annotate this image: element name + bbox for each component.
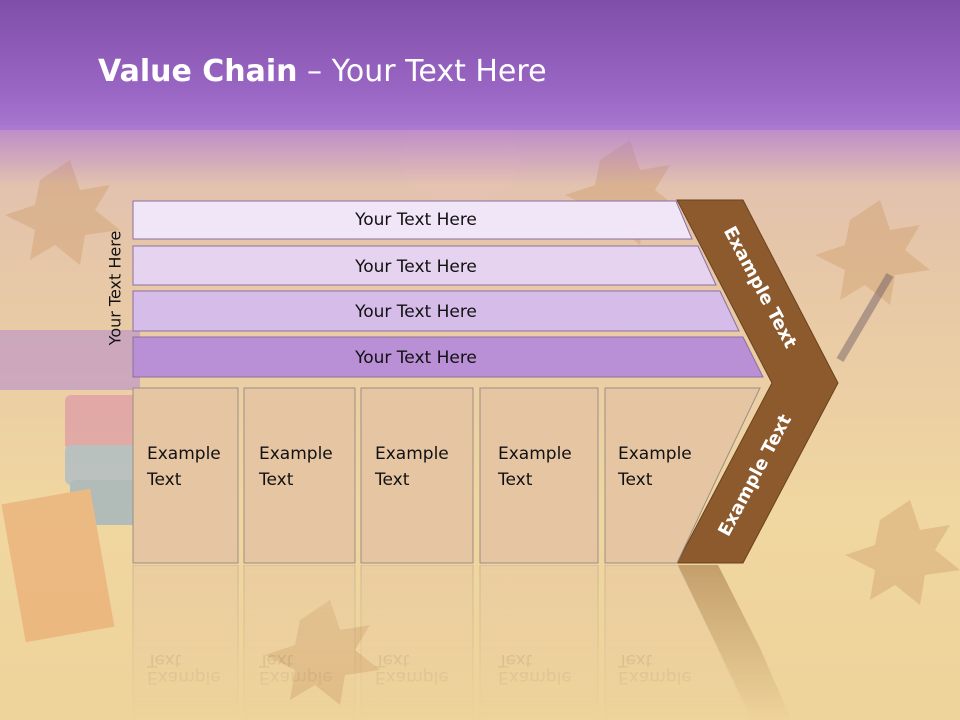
primary-box-5-line1: Example <box>618 444 692 464</box>
title-rest: – Your Text Here <box>297 54 547 89</box>
primary-box-2-line2: Text <box>258 470 294 490</box>
primary-box-3-line2: Text <box>374 470 410 490</box>
svg-text:Text: Text <box>374 650 410 670</box>
svg-text:Text: Text <box>146 650 182 670</box>
header-band <box>0 0 960 130</box>
svg-text:Example: Example <box>147 667 221 687</box>
chevron-arrow <box>676 199 839 564</box>
primary-box-3 <box>360 387 474 564</box>
svg-text:Text: Text <box>617 650 653 670</box>
svg-text:Example: Example <box>375 667 449 687</box>
primary-box-2 <box>243 387 356 564</box>
primary-box-1-line2: Text <box>146 470 182 490</box>
slide-title: Value Chain – Your Text Here <box>98 54 547 89</box>
primary-box-5-line2: Text <box>617 470 653 490</box>
primary-box-4 <box>479 387 599 564</box>
primary-box-5 <box>604 387 761 564</box>
svg-text:Text: Text <box>258 650 294 670</box>
support-bar-4 <box>132 336 764 378</box>
diagram-reflection: Example Text Example Text Example Text E… <box>132 564 792 720</box>
primary-box-1-line1: Example <box>147 444 221 464</box>
header-fade <box>0 125 960 185</box>
support-bar-1-label: Your Text Here <box>354 210 477 230</box>
primary-box-4-line1: Example <box>498 444 572 464</box>
primary-box-3-line1: Example <box>375 444 449 464</box>
support-bar-3-label: Your Text Here <box>354 302 477 322</box>
support-bar-4-label: Your Text Here <box>354 348 477 368</box>
title-bold: Value Chain <box>98 54 298 89</box>
support-bar-1 <box>132 200 693 240</box>
support-bar-3 <box>132 290 740 332</box>
primary-box-4-line2: Text <box>497 470 533 490</box>
primary-box-2-line1: Example <box>259 444 333 464</box>
support-bar-2 <box>132 245 717 286</box>
support-bar-2-label: Your Text Here <box>354 257 477 277</box>
primary-box-1 <box>132 387 239 564</box>
svg-text:Example: Example <box>618 667 692 687</box>
svg-text:Example: Example <box>498 667 572 687</box>
svg-text:Example: Example <box>259 667 333 687</box>
svg-text:Text: Text <box>497 650 533 670</box>
